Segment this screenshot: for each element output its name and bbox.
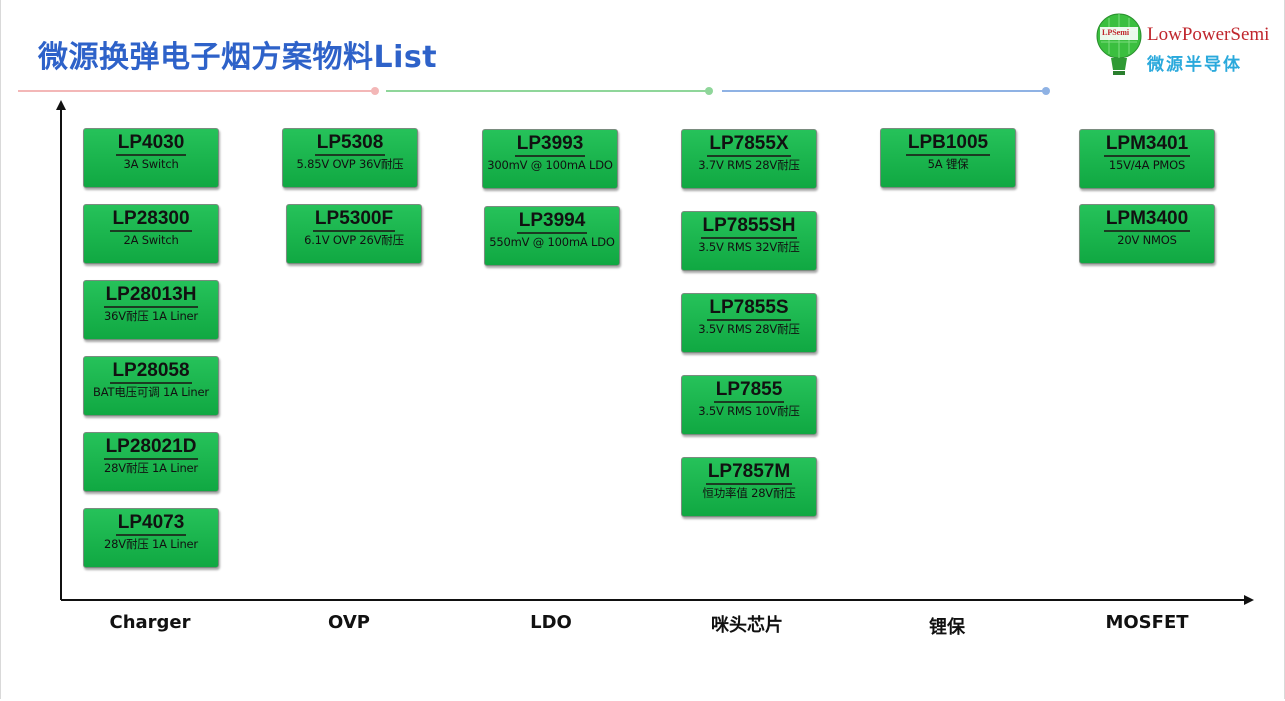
logo-badge: LPSemi: [1102, 28, 1130, 37]
part-number: LP28300: [110, 207, 192, 232]
part-number: LP3994: [516, 209, 588, 234]
part-number: LPB1005: [905, 131, 991, 156]
part-desc: 6.1V OVP 26V耐压: [304, 233, 404, 247]
company-logo: LPSemi LowPowerSemi 微源半导体: [1095, 10, 1269, 82]
part-desc: 5.85V OVP 36V耐压: [296, 157, 404, 171]
part-card-lpb1005: LPB1005 5A 锂保: [880, 128, 1016, 188]
part-desc: 3A Switch: [123, 157, 179, 171]
part-card-lpm3400: LPM3400 20V NMOS: [1079, 204, 1215, 264]
part-desc: 36V耐压 1A Liner: [104, 309, 198, 323]
page-title: 微源换弹电子烟方案物料List: [38, 40, 438, 75]
part-number: LP28013H: [103, 283, 199, 308]
part-desc: 2A Switch: [123, 233, 179, 247]
part-desc: 恒功率值 28V耐压: [702, 486, 796, 500]
divider-dot-blue: [1042, 87, 1050, 95]
part-card-lp3994: LP3994 550mV @ 100mA LDO: [484, 206, 620, 266]
category-battery-protection: 锂保: [929, 617, 965, 638]
category-mosfet: MOSFET: [1105, 612, 1189, 633]
part-desc: 28V耐压 1A Liner: [104, 537, 198, 551]
divider-red: [18, 90, 372, 92]
part-number: LP7857M: [705, 460, 793, 485]
part-card-lp3993: LP3993 300mV @ 100mA LDO: [482, 129, 618, 189]
divider-blue: [722, 90, 1044, 92]
part-number: LP3993: [514, 132, 586, 157]
part-desc: 550mV @ 100mA LDO: [489, 235, 615, 249]
part-number: LP5308: [314, 131, 386, 156]
part-card-lp28021d: LP28021D 28V耐压 1A Liner: [83, 432, 219, 492]
part-card-lp28058: LP28058 BAT电压可调 1A Liner: [83, 356, 219, 416]
part-desc: 20V NMOS: [1117, 233, 1177, 247]
part-desc: 5A 锂保: [927, 157, 969, 171]
part-desc: 3.7V RMS 28V耐压: [698, 158, 800, 172]
part-desc: 3.5V RMS 10V耐压: [698, 404, 800, 418]
part-card-lp7855x: LP7855X 3.7V RMS 28V耐压: [681, 129, 817, 189]
part-number: LP7855X: [707, 132, 791, 157]
y-axis-arrow: [56, 100, 66, 110]
part-card-lp28300: LP28300 2A Switch: [83, 204, 219, 264]
part-number: LP4030: [115, 131, 187, 156]
part-desc: 3.5V RMS 28V耐压: [698, 322, 800, 336]
part-number: LP28058: [110, 359, 192, 384]
part-desc: 300mV @ 100mA LDO: [487, 158, 613, 172]
part-card-lp5300f: LP5300F 6.1V OVP 26V耐压: [286, 204, 422, 264]
part-card-lp28013h: LP28013H 36V耐压 1A Liner: [83, 280, 219, 340]
part-card-lp7857m: LP7857M 恒功率值 28V耐压: [681, 457, 817, 517]
part-desc: 28V耐压 1A Liner: [104, 461, 198, 475]
part-card-lpm3401: LPM3401 15V/4A PMOS: [1079, 129, 1215, 189]
part-number: LPM3401: [1103, 132, 1191, 157]
category-charger: Charger: [109, 612, 191, 633]
part-card-lp7855: LP7855 3.5V RMS 10V耐压: [681, 375, 817, 435]
logo-name-en: LowPowerSemi: [1147, 24, 1270, 45]
category-mic-chip: 咪头芯片: [711, 615, 783, 636]
part-desc: 15V/4A PMOS: [1108, 158, 1186, 172]
lightbulb-logo-icon: [1096, 13, 1142, 75]
part-desc: 3.5V RMS 32V耐压: [698, 240, 800, 254]
category-ovp: OVP: [328, 612, 370, 633]
divider-green: [386, 90, 708, 92]
part-card-lp4030: LP4030 3A Switch: [83, 128, 219, 188]
part-number: LP4073: [115, 511, 187, 536]
part-number: LP5300F: [312, 207, 396, 232]
divider-dot-green: [705, 87, 713, 95]
part-card-lp7855s: LP7855S 3.5V RMS 28V耐压: [681, 293, 817, 353]
part-card-lp5308: LP5308 5.85V OVP 36V耐压: [282, 128, 418, 188]
part-number: LP7855S: [707, 296, 791, 321]
part-number: LPM3400: [1103, 207, 1191, 232]
part-card-lp4073: LP4073 28V耐压 1A Liner: [83, 508, 219, 568]
category-ldo: LDO: [530, 612, 572, 633]
part-card-lp7855sh: LP7855SH 3.5V RMS 32V耐压: [681, 211, 817, 271]
x-axis-arrow: [1244, 595, 1254, 605]
logo-name-cn: 微源半导体: [1147, 55, 1242, 75]
part-number: LP28021D: [103, 435, 199, 460]
part-number: LP7855: [713, 378, 785, 403]
part-number: LP7855SH: [700, 214, 798, 239]
divider-dot-red: [371, 87, 379, 95]
part-desc: BAT电压可调 1A Liner: [93, 385, 209, 399]
